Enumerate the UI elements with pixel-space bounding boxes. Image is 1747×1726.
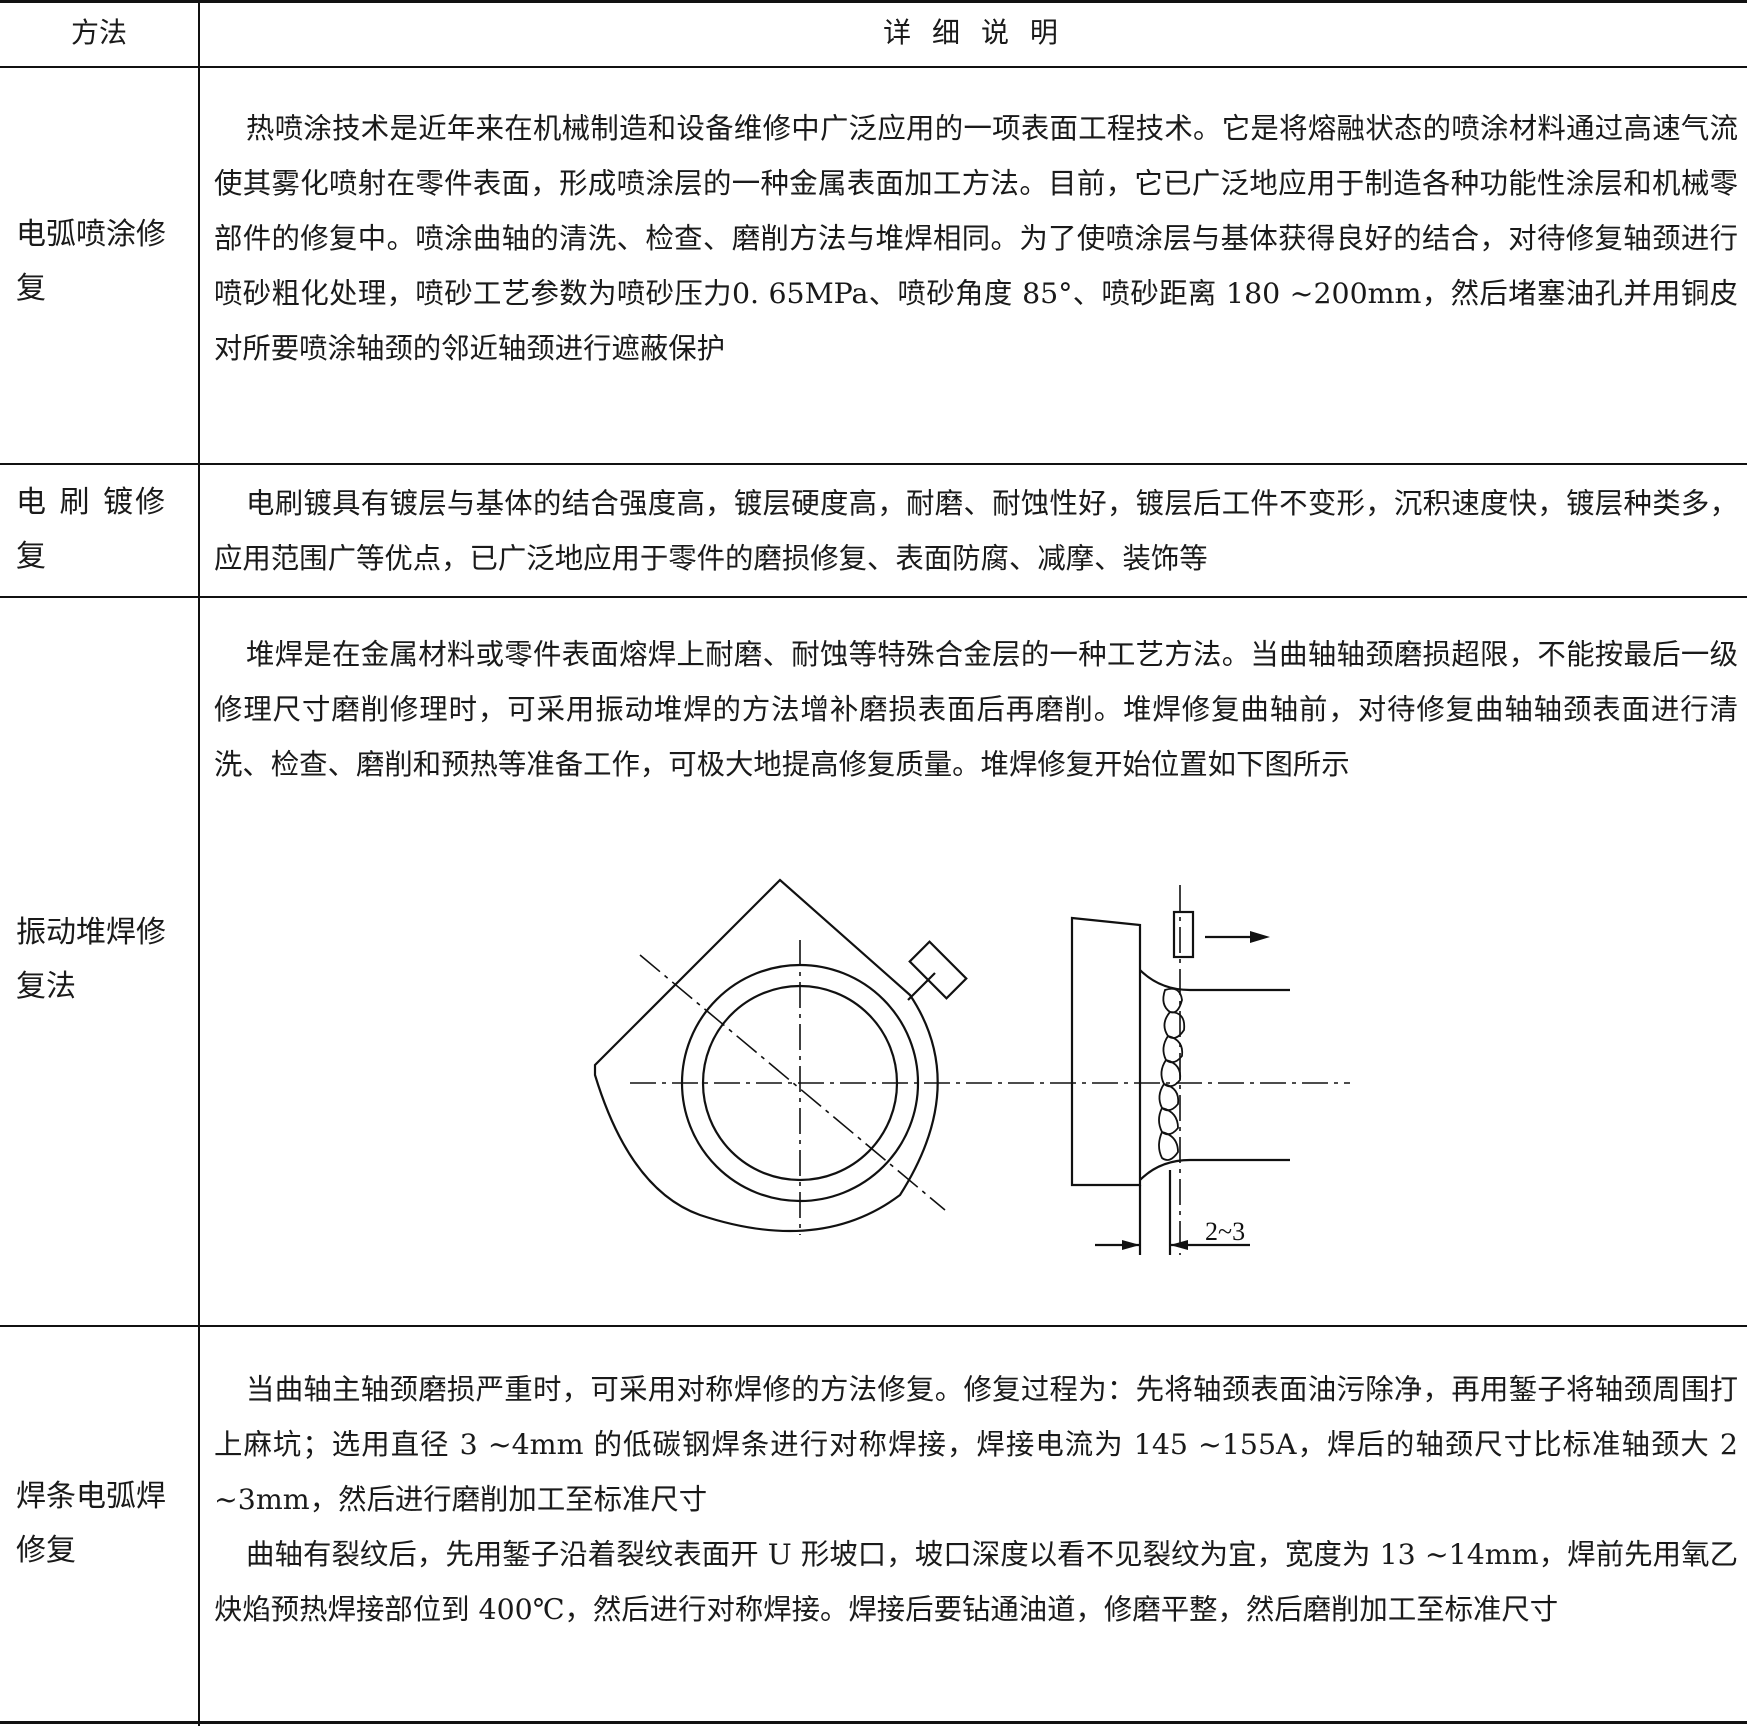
detail-vibration-surfacing: 堆焊是在金属材料或零件表面熔焊上耐磨、耐蚀等特殊合金层的一种工艺方法。当曲轴轴颈… (214, 638, 1738, 781)
method-arc-spray: 电弧喷涂修复 (16, 217, 166, 306)
side-electrode (1172, 910, 1195, 959)
surfacing-start-diagram: 2~3 (593, 878, 1350, 1255)
header-method: 方法 (70, 16, 127, 49)
journal-top-edge (1139, 969, 1290, 992)
detail-manual-arc: 当曲轴主轴颈磨损严重时，可采用对称焊修的方法修复。修复过程为：先将轴颈表面油污除… (214, 1362, 1738, 1637)
feed-arrowhead (1250, 931, 1270, 943)
row-rule-1 (0, 463, 1747, 465)
weld-bead (1158, 987, 1186, 1161)
side-cheek (1070, 916, 1142, 1187)
dimension-label: 2~3 (1205, 1217, 1245, 1246)
row-rule-3 (0, 1325, 1747, 1327)
electrode-tip (907, 972, 936, 1001)
method-vibration-surfacing: 振动堆焊修复法 (16, 915, 166, 1004)
diagonal-centerline (639, 954, 946, 1211)
header-detail: 详 细 说 明 (883, 16, 1064, 49)
row-rule-2 (0, 596, 1747, 598)
method-brush-plating: 电 刷 镀修复 (16, 485, 168, 574)
crank-cheek-outline (593, 878, 939, 1233)
detail-manual-arc-p1: 当曲轴主轴颈磨损严重时，可采用对称焊修的方法修复。修复过程为：先将轴颈表面油污除… (214, 1373, 1738, 1516)
table-top-rule (0, 0, 1747, 3)
method-manual-arc: 焊条电弧焊修复 (16, 1479, 166, 1568)
table-bottom-rule (0, 1721, 1747, 1724)
column-divider (198, 0, 200, 1726)
journal-bottom-edge (1139, 1158, 1290, 1181)
detail-arc-spray: 热喷涂技术是近年来在机械制造和设备维修中广泛应用的一项表面工程技术。它是将熔融状… (214, 112, 1738, 365)
dim-arrowhead-left (1122, 1240, 1140, 1250)
detail-manual-arc-p2: 曲轴有裂纹后，先用錾子沿着裂纹表面开 U 形坡口，坡口深度以看不见裂纹为宜，宽度… (214, 1538, 1738, 1626)
header-rule (0, 66, 1747, 68)
dim-arrowhead-right (1170, 1240, 1188, 1250)
detail-brush-plating: 电刷镀具有镀层与基体的结合强度高，镀层硬度高，耐磨、耐蚀性好，镀层后工件不变形，… (214, 487, 1738, 575)
